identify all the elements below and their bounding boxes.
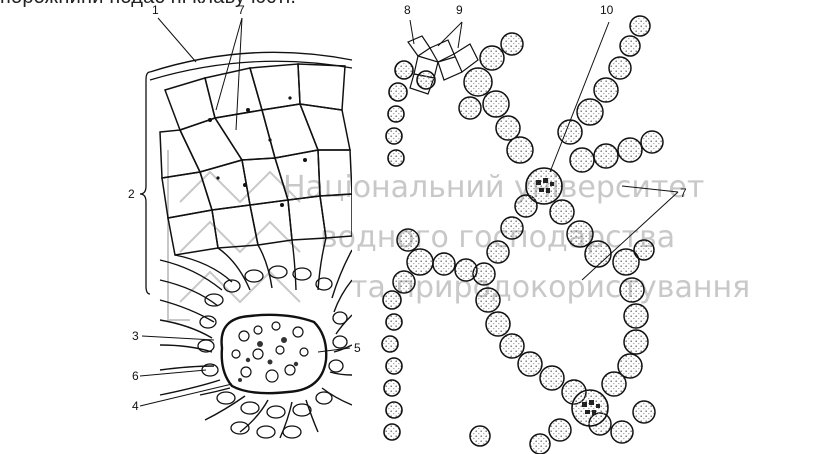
- label-3: 3: [132, 329, 139, 343]
- vascular-bundle: [222, 315, 327, 393]
- label-4: 4: [132, 399, 139, 413]
- label-5: 5: [354, 341, 361, 355]
- node-cluster-bottom: [572, 390, 608, 426]
- label-9: 9: [456, 3, 463, 17]
- node-cluster-10: [526, 168, 562, 204]
- watermark-line-1: Національний університет: [283, 170, 704, 205]
- label-2: 2: [128, 187, 135, 201]
- label-8: 8: [404, 3, 411, 17]
- label-1: 1: [152, 3, 159, 17]
- label-10: 10: [600, 3, 614, 17]
- label-7-right: 7: [680, 186, 687, 200]
- label-7-left: 7: [238, 3, 245, 17]
- label-6: 6: [132, 369, 139, 383]
